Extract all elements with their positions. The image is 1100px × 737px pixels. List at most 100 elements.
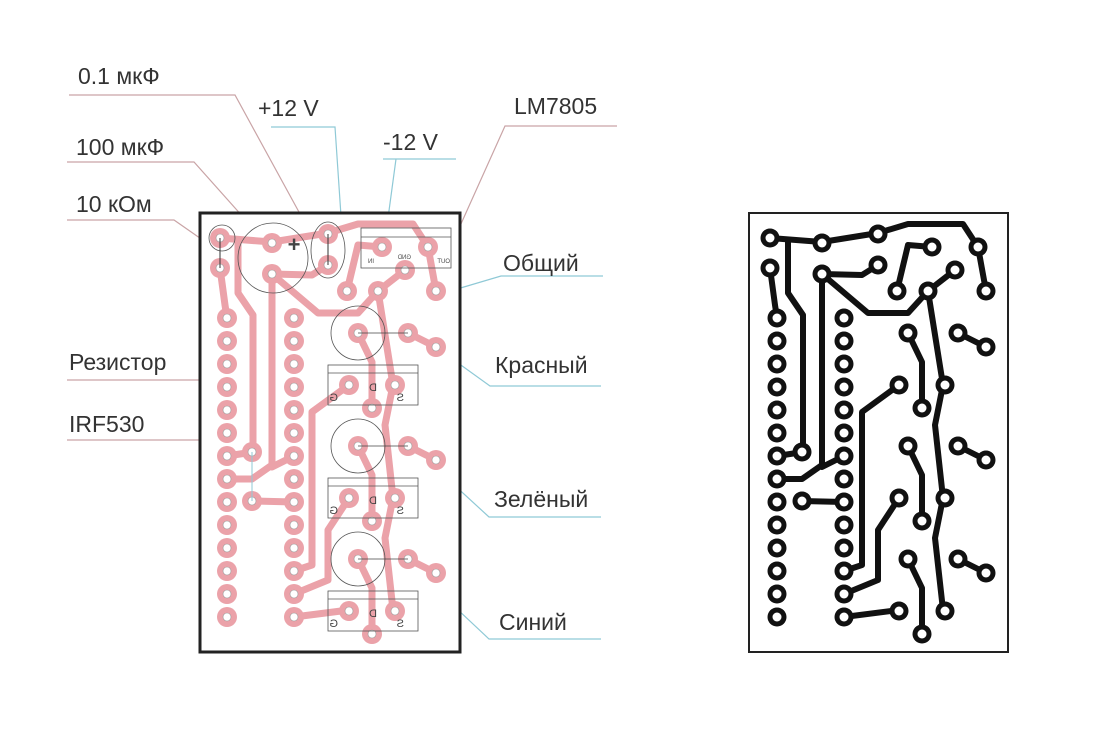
pad-hole: [839, 474, 849, 484]
pad-hole: [772, 497, 782, 507]
pad-hole: [289, 451, 299, 461]
pad-hole: [390, 606, 400, 616]
label-green: Зелёный: [494, 486, 588, 512]
reg-out-label: OUT: [437, 259, 450, 265]
pad-hole: [873, 260, 883, 270]
mosfet-source-label: S: [397, 392, 404, 404]
pad-hole: [772, 405, 782, 415]
pad-hole: [839, 566, 849, 576]
pad-hole: [373, 286, 383, 296]
pad-hole: [222, 589, 232, 599]
resistor-outline: [208, 224, 236, 252]
pad-hole: [222, 543, 232, 553]
label-blue: Синий: [499, 609, 567, 635]
pad-hole: [431, 342, 441, 352]
pad-hole: [289, 382, 299, 392]
mosfet-outline: [327, 477, 419, 519]
pad-hole: [222, 405, 232, 415]
pad-hole: [817, 269, 827, 279]
trace: [905, 443, 925, 524]
pad-hole: [817, 238, 827, 248]
pad-hole: [390, 493, 400, 503]
pad-hole: [289, 520, 299, 530]
leader-line: [446, 125, 617, 256]
pad-hole: [839, 497, 849, 507]
pad-hole: [344, 606, 354, 616]
pad-hole: [772, 612, 782, 622]
label-cap-0-1uf: 0.1 мкФ: [78, 63, 160, 89]
pad-hole: [797, 447, 807, 457]
pad-hole: [222, 497, 232, 507]
label-10k: 10 кОм: [76, 191, 152, 217]
pad-hole: [367, 403, 377, 413]
label-red: Красный: [495, 352, 588, 378]
pad-hole: [289, 405, 299, 415]
reg-gnd-label: GND: [397, 255, 411, 261]
label-cap-100uf: 100 мкФ: [76, 134, 164, 160]
trace: [268, 270, 382, 317]
mosfet-gate-label: G: [329, 505, 338, 517]
pad-hole: [981, 455, 991, 465]
pad-hole: [342, 286, 352, 296]
pad-hole: [765, 233, 775, 243]
trace: [354, 329, 376, 412]
pad-hole: [894, 493, 904, 503]
pad-hole: [222, 451, 232, 461]
pad-hole: [289, 543, 299, 553]
mosfet-source-label: S: [397, 505, 404, 517]
pad-hole: [772, 474, 782, 484]
label-plus-12v: +12 V: [258, 95, 319, 121]
capacitor-100uf-outline: [237, 222, 309, 294]
pad-hole: [222, 313, 232, 323]
pad-hole: [289, 313, 299, 323]
trace: [819, 271, 931, 316]
pad-hole: [222, 382, 232, 392]
polarity-plus: +: [288, 232, 301, 257]
mosfet-drain-label: D: [369, 495, 377, 507]
pad-hole: [903, 554, 913, 564]
pad-hole: [839, 589, 849, 599]
trace: [905, 556, 925, 637]
pad-hole: [839, 451, 849, 461]
pad-hole: [839, 543, 849, 553]
pad-hole: [981, 342, 991, 352]
pad-hole: [289, 612, 299, 622]
pad-hole: [903, 328, 913, 338]
pad-hole: [772, 451, 782, 461]
pad-hole: [772, 313, 782, 323]
capacitor-0-1uf-outline: [310, 221, 346, 279]
trace: [354, 555, 376, 638]
leader-line: [67, 219, 218, 251]
label-common: Общий: [503, 250, 579, 276]
pad-hole: [267, 269, 277, 279]
pad-hole: [344, 493, 354, 503]
pad-hole: [772, 566, 782, 576]
pad-hole: [917, 516, 927, 526]
pad-hole: [892, 286, 902, 296]
pad-hole: [953, 441, 963, 451]
pad-hole: [839, 313, 849, 323]
mosfet-gate-label: G: [329, 392, 338, 404]
mosfet-outline: [327, 364, 419, 406]
pad-hole: [894, 606, 904, 616]
pad-hole: [289, 336, 299, 346]
pad-hole: [423, 242, 433, 252]
pad-hole: [873, 229, 883, 239]
label-resistor: Резистор: [69, 349, 166, 375]
mosfet-source-label: S: [397, 618, 404, 630]
trace: [290, 494, 353, 598]
pad-hole: [953, 554, 963, 564]
pad-hole: [894, 380, 904, 390]
pad-hole: [917, 629, 927, 639]
pcb-layout-colored: [210, 220, 446, 644]
pad-hole: [344, 380, 354, 390]
reg-in-label: IN: [368, 259, 374, 265]
pad-hole: [940, 380, 950, 390]
pad-hole: [940, 493, 950, 503]
pad-hole: [940, 606, 950, 616]
pad-hole: [289, 474, 299, 484]
pad-hole: [222, 336, 232, 346]
pad-hole: [973, 242, 983, 252]
pad-hole: [377, 242, 387, 252]
